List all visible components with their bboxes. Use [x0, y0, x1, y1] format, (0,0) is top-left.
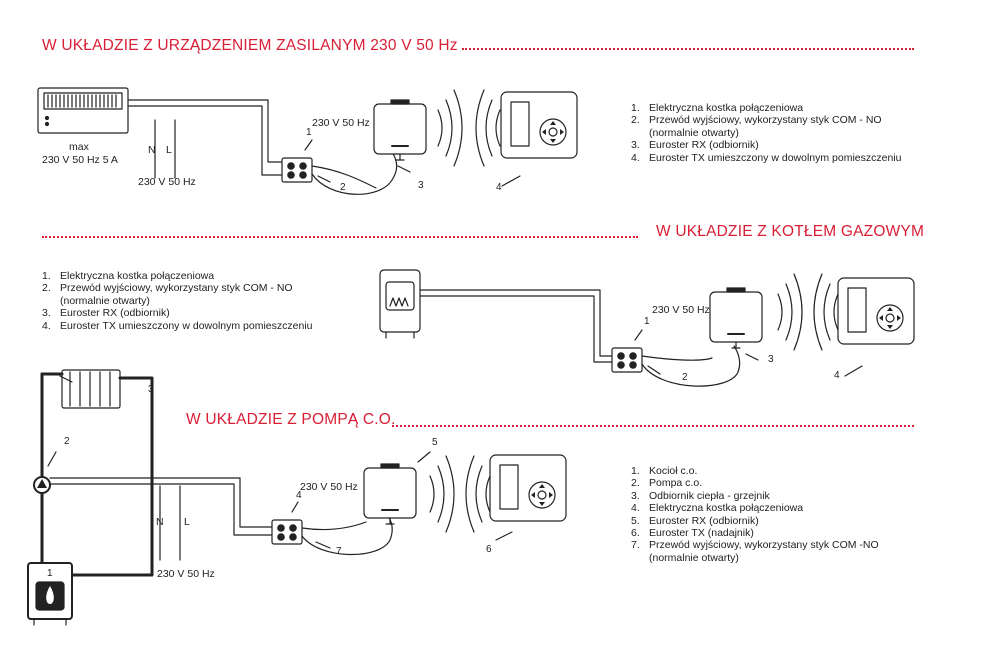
- callout-6: 6: [486, 544, 492, 555]
- voltage-label: 230 V 50 Hz: [652, 304, 710, 316]
- legend-section-3: 1.Kocioł c.o. 2.Pompa c.o. 3.Odbiornik c…: [631, 465, 931, 564]
- junction-box: [271, 519, 303, 545]
- legend-item: 3.Euroster RX (odbiornik): [631, 139, 759, 152]
- radiator: [61, 369, 121, 409]
- signal-waves: [475, 89, 501, 167]
- euroster-tx: [500, 91, 578, 159]
- junction-box: [611, 347, 643, 373]
- legend-item: 2.Przewód wyjściowy, wykorzystany styk C…: [42, 282, 293, 307]
- max-rating-label: 230 V 50 Hz 5 A: [42, 154, 118, 166]
- callout-4: 4: [296, 490, 302, 501]
- section-title-230v: W UKŁADZIE Z URZĄDZENIEM ZASILANYM 230 V…: [42, 37, 458, 54]
- signal-waves: [777, 273, 803, 351]
- callout-2: 2: [682, 372, 688, 383]
- euroster-rx: [709, 287, 763, 349]
- legend-item: 6.Euroster TX (nadajnik): [631, 527, 754, 540]
- callout-2: 2: [64, 436, 70, 447]
- euroster-rx: [363, 463, 417, 525]
- callout-1: 1: [47, 568, 53, 579]
- legend-item: 2.Przewód wyjściowy, wykorzystany styk C…: [631, 114, 882, 139]
- callout-5: 5: [432, 437, 438, 448]
- legend-item: 4.Euroster TX umieszczony w dowolnym pom…: [42, 319, 313, 332]
- euroster-tx: [837, 277, 915, 345]
- callout-7: 7: [336, 546, 342, 557]
- divider-line: [392, 425, 914, 427]
- callout-2: 2: [340, 182, 346, 193]
- pump: [33, 476, 51, 494]
- callout-4: 4: [834, 370, 840, 381]
- legend-section-1: 1.Elektryczna kostka połączeniowa 2.Prze…: [631, 102, 931, 164]
- callout-1: 1: [306, 127, 312, 138]
- max-label: max: [69, 141, 89, 153]
- legend-item: 2.Pompa c.o.: [631, 477, 703, 490]
- section-title-gas-boiler: W UKŁADZIE Z KOTŁEM GAZOWYM: [656, 223, 925, 240]
- voltage-label: 230 V 50 Hz: [157, 568, 215, 580]
- legend-item: 1.Elektryczna kostka połączeniowa: [631, 102, 804, 114]
- euroster-tx: [489, 454, 567, 522]
- divider-line: [462, 48, 914, 50]
- live-label: L: [184, 516, 190, 528]
- divider-line: [42, 236, 638, 238]
- signal-waves: [465, 455, 491, 533]
- section-title-pump: W UKŁADZIE Z POMPĄ C.O.: [186, 411, 396, 428]
- euroster-rx: [373, 99, 427, 161]
- neutral-label: N: [156, 516, 164, 528]
- callout-4: 4: [496, 182, 502, 193]
- legend-item: 1.Elektryczna kostka połączeniowa: [42, 270, 215, 282]
- gas-boiler: [379, 269, 421, 339]
- legend-item: 3.Odbiornik ciepła - grzejnik: [631, 489, 770, 502]
- callout-3: 3: [418, 180, 424, 191]
- callout-3: 3: [768, 354, 774, 365]
- callout-3: 3: [148, 384, 154, 395]
- legend-item: 4.Elektryczna kostka połączeniowa: [631, 502, 804, 515]
- signal-waves: [813, 273, 839, 351]
- junction-box: [281, 157, 313, 183]
- legend-item: 4.Euroster TX umieszczony w dowolnym pom…: [631, 151, 902, 164]
- voltage-label: 230 V 50 Hz: [300, 481, 358, 493]
- legend-section-2: 1.Elektryczna kostka połączeniowa 2.Prze…: [42, 270, 342, 332]
- voltage-label: 230 V 50 Hz: [312, 117, 370, 129]
- legend-item: 5.Euroster RX (odbiornik): [631, 514, 759, 527]
- legend-item: 7.Przewód wyjściowy, wykorzystany styk C…: [631, 539, 879, 564]
- neutral-label: N: [148, 144, 156, 156]
- signal-waves: [429, 455, 455, 533]
- legend-item: 3.Euroster RX (odbiornik): [42, 307, 170, 320]
- voltage-label: 230 V 50 Hz: [138, 176, 196, 188]
- signal-waves: [437, 89, 463, 167]
- legend-item: 1.Kocioł c.o.: [631, 465, 698, 477]
- electric-heater: [37, 87, 129, 134]
- live-label: L: [166, 144, 172, 156]
- boiler-co: [27, 562, 73, 626]
- callout-1: 1: [644, 316, 650, 327]
